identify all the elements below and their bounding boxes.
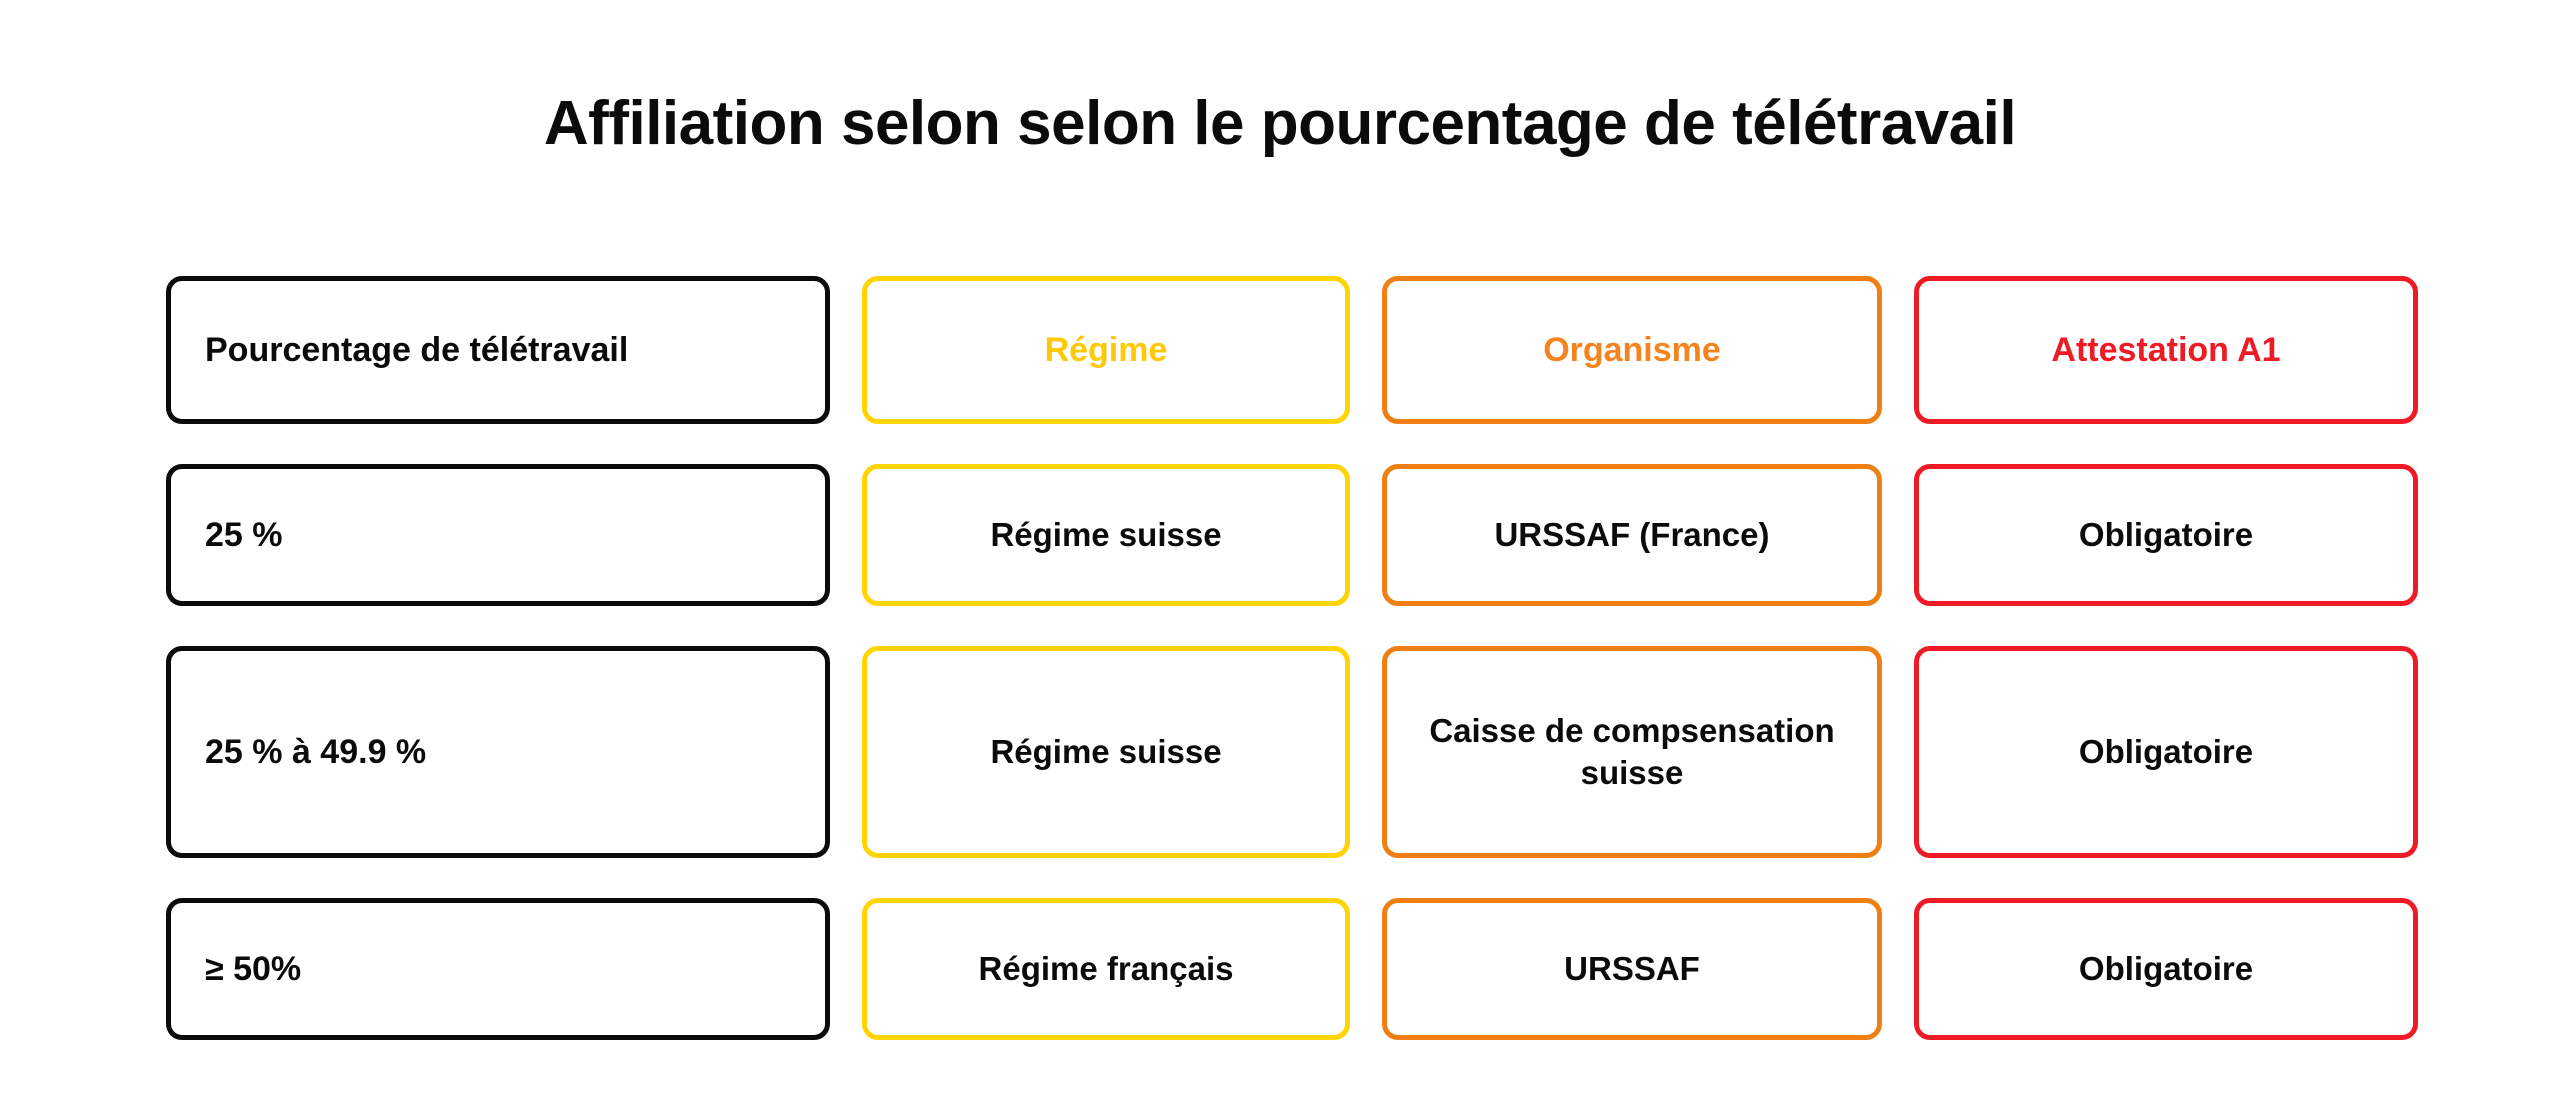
cell-attestation-a1: Obligatoire — [1914, 898, 2418, 1040]
header-label-attestation-a1: Attestation A1 — [2051, 331, 2281, 369]
cell-value-organisme: URSSAF (France) — [1494, 516, 1770, 553]
cell-value-pourcentage: ≥ 50% — [205, 950, 302, 988]
cell-organisme: URSSAF — [1382, 898, 1882, 1040]
cell-pourcentage: ≥ 50% — [166, 898, 830, 1040]
cell-value-regime: Régime suisse — [990, 516, 1222, 553]
header-cell-attestation-a1: Attestation A1 — [1914, 276, 2418, 424]
table-row: 25 % à 49.9 % Régime suisse Caisse de co… — [166, 646, 2418, 858]
affiliation-table: Pourcentage de télétravail Régime Organi… — [166, 276, 2418, 1040]
header-label-pourcentage: Pourcentage de télétravail — [205, 331, 629, 369]
table-row: ≥ 50% Régime français URSSAF Obligatoire — [166, 898, 2418, 1040]
cell-value-pourcentage: 25 % — [205, 516, 283, 554]
cell-value-attestation-a1: Obligatoire — [2078, 733, 2254, 770]
cell-attestation-a1: Obligatoire — [1914, 464, 2418, 606]
header-label-organisme: Organisme — [1543, 331, 1721, 369]
cell-pourcentage: 25 % — [166, 464, 830, 606]
header-label-regime: Régime — [1044, 331, 1168, 369]
cell-organisme: URSSAF (France) — [1382, 464, 1882, 606]
cell-value-attestation-a1: Obligatoire — [2078, 950, 2254, 987]
cell-regime: Régime suisse — [862, 464, 1350, 606]
header-cell-pourcentage: Pourcentage de télétravail — [166, 276, 830, 424]
cell-regime: Régime français — [862, 898, 1350, 1040]
cell-value-regime: Régime suisse — [990, 733, 1222, 770]
cell-value-pourcentage: 25 % à 49.9 % — [205, 733, 427, 771]
header-cell-organisme: Organisme — [1382, 276, 1882, 424]
table-row: 25 % Régime suisse URSSAF (France) Oblig… — [166, 464, 2418, 606]
cell-value-regime: Régime français — [978, 950, 1234, 987]
cell-value-organisme: Caisse de compsensation suisse — [1429, 712, 1835, 791]
cell-value-organisme: URSSAF — [1564, 950, 1700, 987]
cell-value-attestation-a1: Obligatoire — [2078, 516, 2254, 553]
page-title: Affiliation selon selon le pourcentage d… — [543, 89, 2017, 158]
cell-attestation-a1: Obligatoire — [1914, 646, 2418, 858]
cell-pourcentage: 25 % à 49.9 % — [166, 646, 830, 858]
header-cell-regime: Régime — [862, 276, 1350, 424]
cell-organisme: Caisse de compsensation suisse — [1382, 646, 1882, 858]
table-header-row: Pourcentage de télétravail Régime Organi… — [166, 276, 2418, 424]
cell-regime: Régime suisse — [862, 646, 1350, 858]
